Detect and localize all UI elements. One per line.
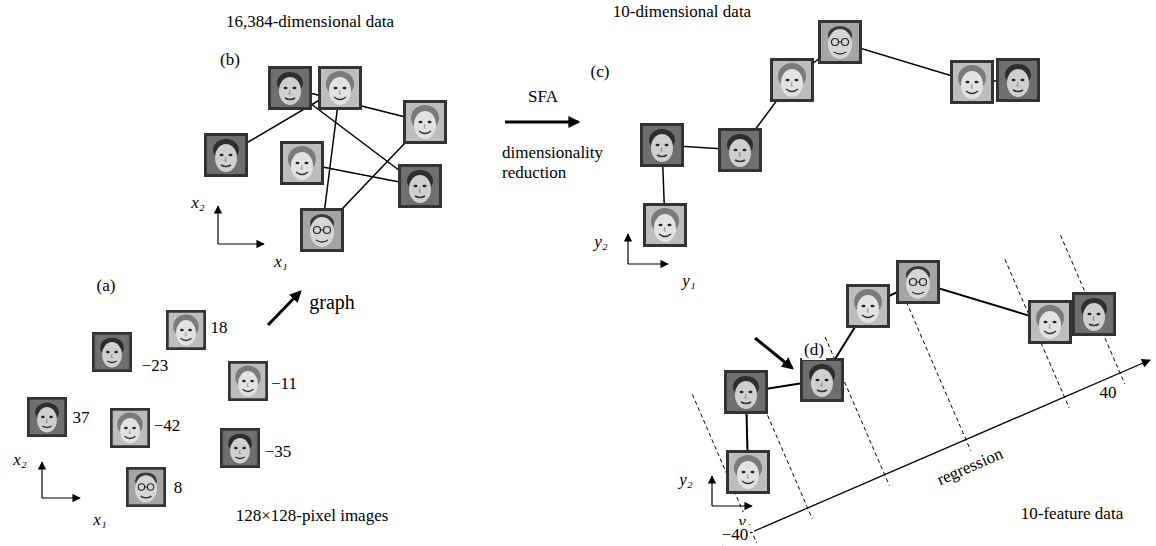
face-value: −35 [263,442,294,462]
face-value: −23 [140,356,171,376]
panel-note: 128×128-pixel images [234,506,391,526]
axis-label: x₁ [272,252,289,272]
tick-label: −40 [720,525,751,545]
panel-heading: 10-dimensional data [611,2,753,22]
panel-letter: (d) [802,340,826,360]
axis-title: regression [932,443,1008,490]
panel-c [628,22,1039,369]
method-label: SFA [526,87,560,107]
panel-letter: (a) [95,276,118,296]
panel-a [28,292,300,506]
face-value: −11 [269,374,299,394]
axis-label: y₂ [592,232,609,252]
axis-label: x₁ [91,510,108,530]
panel-d [692,235,1150,545]
axis-label: y₂ [677,470,694,490]
face-value: 37 [71,408,92,428]
panel-note: 10-feature data [1019,504,1125,524]
panel-letter: (b) [218,50,242,70]
face-value: 18 [209,318,230,338]
tick-label: 40 [1098,383,1119,403]
panel-heading: 16,384-dimensional data [224,12,396,32]
axis-label: x₂ [189,193,206,213]
axis-label: y₁ [680,271,697,291]
panel-letter: (c) [589,62,612,82]
face-value: −42 [152,416,183,436]
step-label: graph [307,291,357,314]
face-value: 8 [172,478,185,498]
method-note: dimensionality reduction [500,143,620,182]
axis-label: x₂ [11,450,28,470]
